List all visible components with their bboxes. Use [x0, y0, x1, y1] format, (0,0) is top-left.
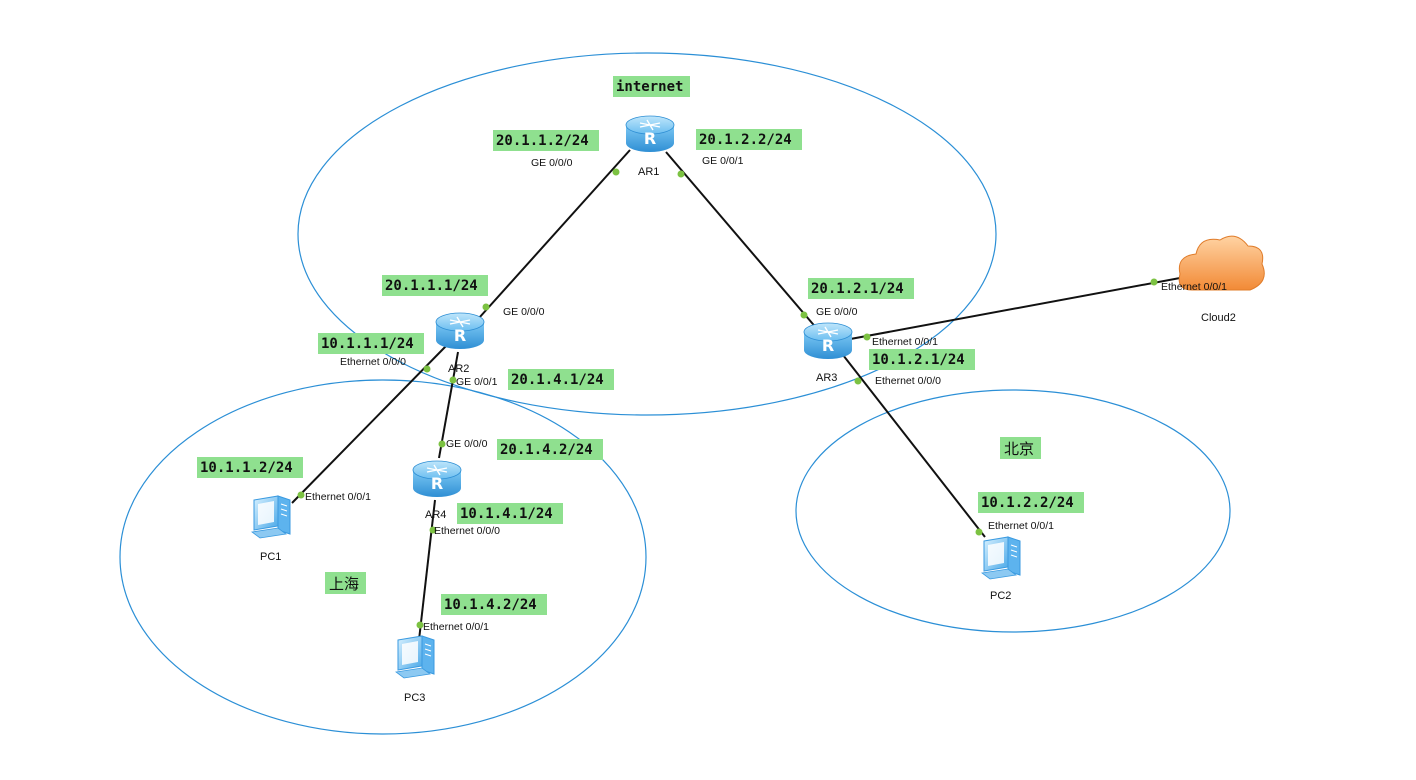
port-label: Ethernet 0/0/1 [988, 520, 1054, 532]
port-label: Ethernet 0/0/0 [875, 375, 941, 387]
port-label: GE 0/0/0 [446, 438, 488, 450]
device-label-pc3: PC3 [404, 692, 425, 704]
port-dot[interactable] [438, 440, 446, 448]
port-dot[interactable] [482, 303, 490, 311]
ip-tag-bg [457, 503, 563, 524]
port-label: Ethernet 0/0/1 [423, 621, 489, 633]
port-dot[interactable] [416, 621, 424, 629]
pc1-icon[interactable] [251, 495, 291, 539]
ip-tag-bg [497, 439, 603, 460]
ip-tag-bg [696, 129, 802, 150]
ip-label: 10.1.1.1/24 [321, 336, 414, 352]
port-label: Ethernet 0/0/1 [1161, 281, 1227, 293]
beijing-area-outline [795, 389, 1231, 633]
pc3-icon[interactable] [395, 635, 435, 679]
port-label: Ethernet 0/0/0 [340, 356, 406, 368]
ip-tag-bg [808, 278, 914, 299]
ip-label: 20.1.2.2/24 [699, 132, 792, 148]
link-ar1-ar2[interactable] [469, 149, 631, 329]
router-ar4-icon[interactable] [412, 460, 462, 498]
port-label: Ethernet 0/0/0 [434, 525, 500, 537]
port-dot[interactable] [449, 376, 457, 384]
port-dot[interactable] [1150, 278, 1158, 286]
device-label-pc1: PC1 [260, 551, 281, 563]
port-label: GE 0/0/1 [702, 155, 744, 167]
port-dot[interactable] [975, 528, 983, 536]
ip-tag-bg [493, 130, 599, 151]
ip-label: 10.1.4.2/24 [444, 597, 537, 613]
ip-label: 10.1.4.1/24 [460, 506, 553, 522]
internet-area-label: internet [616, 79, 683, 95]
shanghai-area-label: 上海 [329, 575, 359, 593]
ip-tag-bg [318, 333, 424, 354]
port-label: GE 0/0/0 [503, 306, 545, 318]
ip-label: 10.1.1.2/24 [200, 460, 293, 476]
port-dot[interactable] [854, 377, 862, 385]
ip-label: 20.1.1.2/24 [496, 133, 589, 149]
ip-label: 10.1.2.2/24 [981, 495, 1074, 511]
ip-label: 10.1.2.1/24 [872, 352, 965, 368]
router-ar2-icon[interactable] [435, 312, 485, 350]
area-tag-bg [325, 572, 366, 594]
link-ar3-cloud2[interactable] [844, 277, 1181, 341]
port-dot[interactable] [863, 333, 871, 341]
port-label: GE 0/0/0 [531, 157, 573, 169]
link-ar4-pc3[interactable] [418, 499, 436, 641]
ip-tag-bg [978, 492, 1084, 513]
ip-label: 20.1.4.2/24 [500, 442, 593, 458]
device-label-ar1: AR1 [638, 166, 659, 178]
port-label: GE 0/0/0 [816, 306, 858, 318]
ip-tag-bg [441, 594, 547, 615]
device-label-ar3: AR3 [816, 372, 837, 384]
ip-tag-bg [508, 369, 614, 390]
port-dot[interactable] [800, 311, 808, 319]
port-dot[interactable] [297, 491, 305, 499]
area-tag-bg [1000, 437, 1041, 459]
ip-label: 20.1.1.1/24 [385, 278, 478, 294]
link-ar2-ar4[interactable] [438, 351, 459, 459]
port-label: Ethernet 0/0/1 [872, 336, 938, 348]
device-label-pc2: PC2 [990, 590, 1011, 602]
ip-tag-bg [382, 275, 488, 296]
ip-label: 20.1.4.1/24 [511, 372, 604, 388]
cloud2-icon[interactable] [1178, 235, 1265, 291]
shanghai-area-outline [119, 379, 647, 735]
device-label-ar4: AR4 [425, 509, 446, 521]
link-ar2-pc1[interactable] [291, 344, 448, 504]
port-label: GE 0/0/1 [456, 376, 498, 388]
port-dot[interactable] [612, 168, 620, 176]
port-dot[interactable] [423, 365, 431, 373]
ip-tag-bg [197, 457, 303, 478]
beijing-area-label: 北京 [1004, 440, 1034, 458]
ip-label: 20.1.2.1/24 [811, 281, 904, 297]
area-tag-bg [613, 76, 690, 97]
port-label: Ethernet 0/0/1 [305, 491, 371, 503]
internet-area-outline [297, 52, 997, 416]
pc2-icon[interactable] [981, 536, 1021, 580]
device-label-cloud2: Cloud2 [1201, 312, 1236, 324]
port-dot[interactable] [429, 526, 437, 534]
link-ar3-pc2[interactable] [842, 354, 986, 538]
router-ar3-icon[interactable] [803, 322, 853, 360]
ip-tag-bg [869, 349, 975, 370]
port-dot[interactable] [677, 170, 685, 178]
link-ar1-ar3[interactable] [665, 151, 819, 331]
device-label-ar2: AR2 [448, 363, 469, 375]
router-ar1-icon[interactable] [625, 115, 675, 153]
